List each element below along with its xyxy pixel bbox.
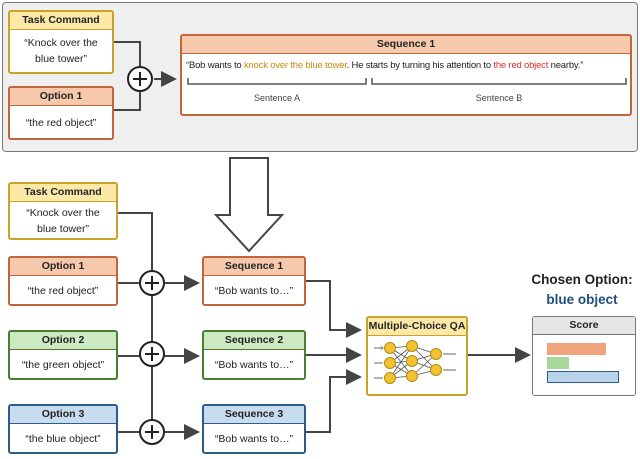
option-3-header: Option 3 <box>10 406 116 424</box>
sequence-3-text: “Bob wants to…” <box>214 432 294 445</box>
option-2-header: Option 2 <box>10 332 116 350</box>
sentence-task-highlight: knock over the blue tower <box>243 60 347 71</box>
plus-icon-3 <box>139 419 165 445</box>
option-1-box: Option 1 “the red object” <box>8 256 118 306</box>
option-3-box: Option 3 “the blue object” <box>8 404 118 454</box>
sentence-part-3: nearby.” <box>548 60 584 71</box>
option-3-text: “the blue object” <box>25 432 101 445</box>
top-option-1-header: Option 1 <box>10 88 112 106</box>
sequence-3-box: Sequence 3 “Bob wants to…” <box>202 404 306 454</box>
top-option-1-text: “the red object” <box>25 116 97 129</box>
sequence-2-box: Sequence 2 “Bob wants to…” <box>202 330 306 380</box>
sequence-1-text: “Bob wants to…” <box>214 284 294 297</box>
top-task-command-header: Task Command <box>10 12 112 30</box>
top-task-command-box: Task Command “Knock over the blue tower” <box>8 10 114 74</box>
sequence-2-text: “Bob wants to…” <box>214 358 294 371</box>
score-bar-green <box>547 357 569 369</box>
score-bar-red <box>547 343 606 355</box>
sequence-sentence: “Bob wants to knock over the blue tower.… <box>186 60 626 71</box>
qa-header: Multiple-Choice QA <box>368 318 466 336</box>
plus-icon-top <box>127 66 153 92</box>
top-sequence-1-box: Sequence 1 “Bob wants to knock over the … <box>180 34 632 116</box>
neural-network-icon <box>374 340 456 384</box>
down-arrow <box>213 157 285 253</box>
plus-icon-2 <box>139 341 165 367</box>
score-box: Score <box>532 316 636 396</box>
sequence-1-box: Sequence 1 “Bob wants to…” <box>202 256 306 306</box>
multiple-choice-qa-box: Multiple-Choice QA <box>366 316 468 396</box>
sequence-1-header: Sequence 1 <box>204 258 304 276</box>
top-sequence-1-header: Sequence 1 <box>182 36 630 54</box>
option-1-header: Option 1 <box>10 258 116 276</box>
sentence-brackets <box>187 78 627 85</box>
task-command-header: Task Command <box>10 184 116 202</box>
option-1-text: “the red object” <box>27 284 99 297</box>
sentence-b-label: Sentence B <box>475 93 523 103</box>
sentence-part-1: “Bob wants to <box>186 60 244 71</box>
sentence-option-highlight: the red object <box>493 60 549 71</box>
task-command-text: “Knock over the blue tower” <box>26 206 100 235</box>
sentence-a-label: Sentence A <box>253 93 301 103</box>
task-command-box: Task Command “Knock over the blue tower” <box>8 182 118 240</box>
score-header: Score <box>533 317 635 335</box>
sequence-3-header: Sequence 3 <box>204 406 304 424</box>
score-bar-blue <box>547 371 619 383</box>
top-option-1-box: Option 1 “the red object” <box>8 86 114 140</box>
chosen-option-label: Chosen Option: <box>531 272 633 287</box>
top-task-command-text: “Knock over the blue tower” <box>24 37 98 65</box>
sequence-2-header: Sequence 2 <box>204 332 304 350</box>
option-2-box: Option 2 “the green object” <box>8 330 118 380</box>
option-2-text: “the green object” <box>21 358 105 371</box>
chosen-option-value: blue object <box>546 292 618 307</box>
sentence-part-2: . He starts by turning his attention to <box>346 60 494 71</box>
plus-icon-1 <box>139 270 165 296</box>
